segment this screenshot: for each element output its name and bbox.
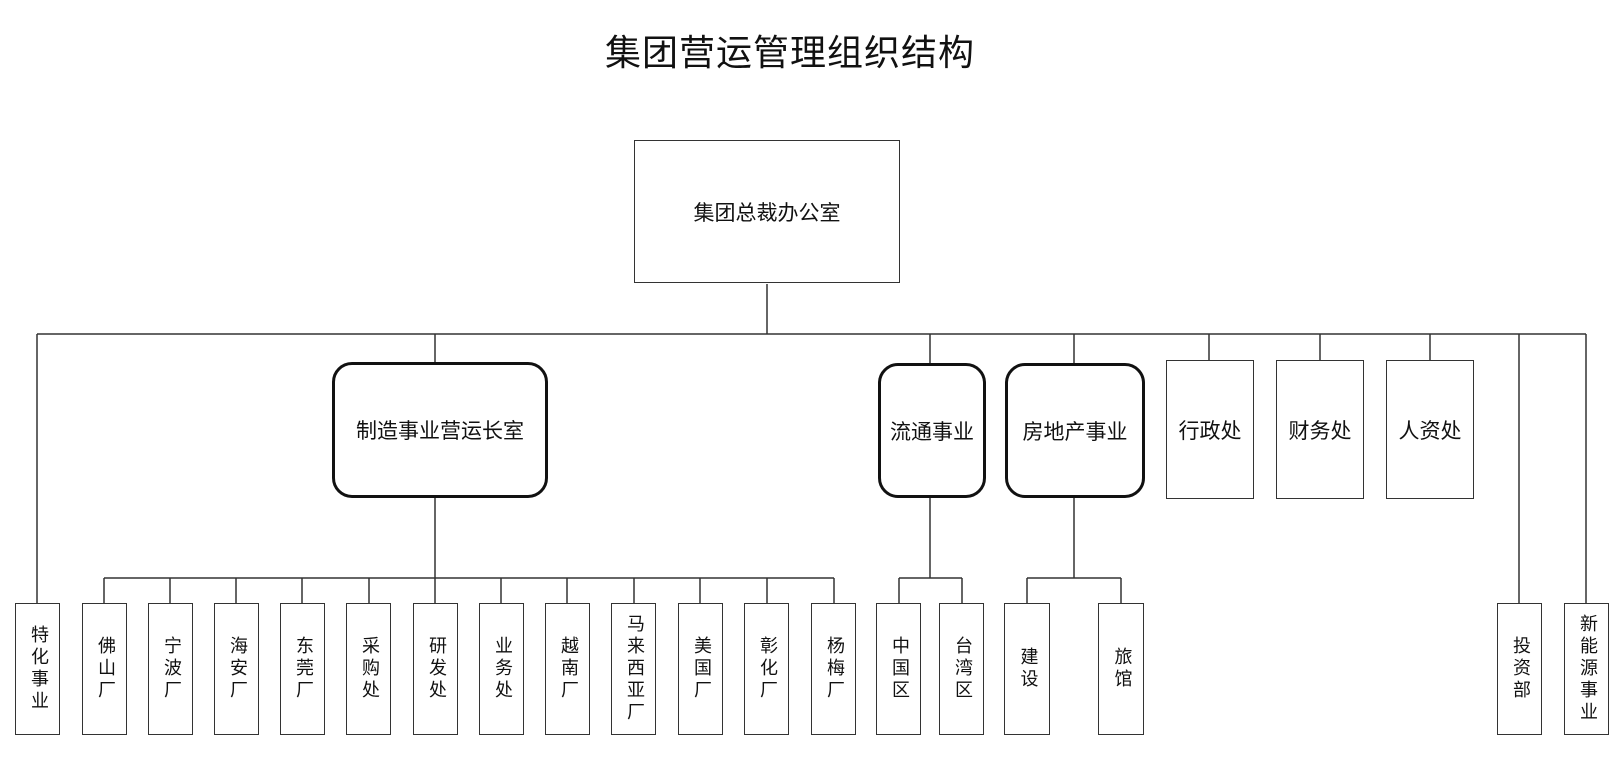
unit-label: 宁波厂 — [160, 636, 182, 702]
chart-title: 集团营运管理组织结构 — [604, 33, 975, 74]
unit-label: 业务处 — [491, 636, 513, 702]
unit-label: 海安厂 — [226, 636, 248, 702]
manufacturing-unit: 越南厂 — [545, 603, 590, 735]
distribution-node: 流通事业 — [878, 363, 986, 498]
manufacturing-unit: 研发处 — [413, 603, 458, 735]
realestate-unit: 旅馆 — [1098, 603, 1144, 735]
special-label: 特化事业 — [27, 625, 49, 713]
realestate-unit: 建设 — [1004, 603, 1050, 735]
manufacturing-unit: 采购处 — [346, 603, 391, 735]
finance-label: 财务处 — [1288, 418, 1352, 443]
investment-node: 投资部 — [1497, 603, 1542, 735]
manufacturing-unit: 东莞厂 — [280, 603, 325, 735]
newenergy-label: 新能源事业 — [1576, 614, 1598, 724]
distribution-label: 流通事业 — [890, 419, 974, 444]
unit-label: 佛山厂 — [94, 636, 116, 702]
hr-node: 人资处 — [1386, 360, 1474, 499]
unit-label: 美国厂 — [690, 636, 712, 702]
manufacturing-unit: 业务处 — [479, 603, 524, 735]
hr-label: 人资处 — [1398, 418, 1462, 443]
distribution-unit: 台湾区 — [939, 603, 984, 735]
realestate-label: 房地产事业 — [1022, 419, 1128, 444]
unit-label: 采购处 — [358, 636, 380, 702]
realestate-node: 房地产事业 — [1005, 363, 1145, 498]
root-node: 集团总裁办公室 — [634, 140, 900, 283]
manufacturing-unit: 美国厂 — [678, 603, 723, 735]
manufacturing-unit: 宁波厂 — [148, 603, 193, 735]
unit-label: 中国区 — [888, 636, 910, 702]
unit-label: 研发处 — [425, 636, 447, 702]
root-label: 集团总裁办公室 — [693, 200, 841, 225]
newenergy-node: 新能源事业 — [1564, 603, 1609, 735]
unit-label: 台湾区 — [951, 636, 973, 702]
unit-label: 旅馆 — [1111, 647, 1133, 691]
finance-node: 财务处 — [1276, 360, 1364, 499]
unit-label: 建设 — [1017, 647, 1039, 691]
distribution-unit: 中国区 — [876, 603, 921, 735]
manufacturing-unit: 马来西亚厂 — [611, 603, 656, 735]
unit-label: 东莞厂 — [292, 636, 314, 702]
special-node: 特化事业 — [15, 603, 60, 735]
manufacturing-unit: 佛山厂 — [82, 603, 127, 735]
admin-node: 行政处 — [1166, 360, 1254, 499]
manufacturing-node: 制造事业营运长室 — [332, 362, 548, 498]
manufacturing-unit: 海安厂 — [214, 603, 259, 735]
manufacturing-unit: 彰化厂 — [744, 603, 789, 735]
unit-label: 马来西亚厂 — [623, 614, 645, 724]
unit-label: 杨梅厂 — [823, 636, 845, 702]
unit-label: 越南厂 — [557, 636, 579, 702]
unit-label: 彰化厂 — [756, 636, 778, 702]
admin-label: 行政处 — [1178, 418, 1242, 443]
investment-label: 投资部 — [1509, 636, 1531, 702]
manufacturing-label: 制造事业营运长室 — [356, 419, 524, 443]
manufacturing-unit: 杨梅厂 — [811, 603, 856, 735]
